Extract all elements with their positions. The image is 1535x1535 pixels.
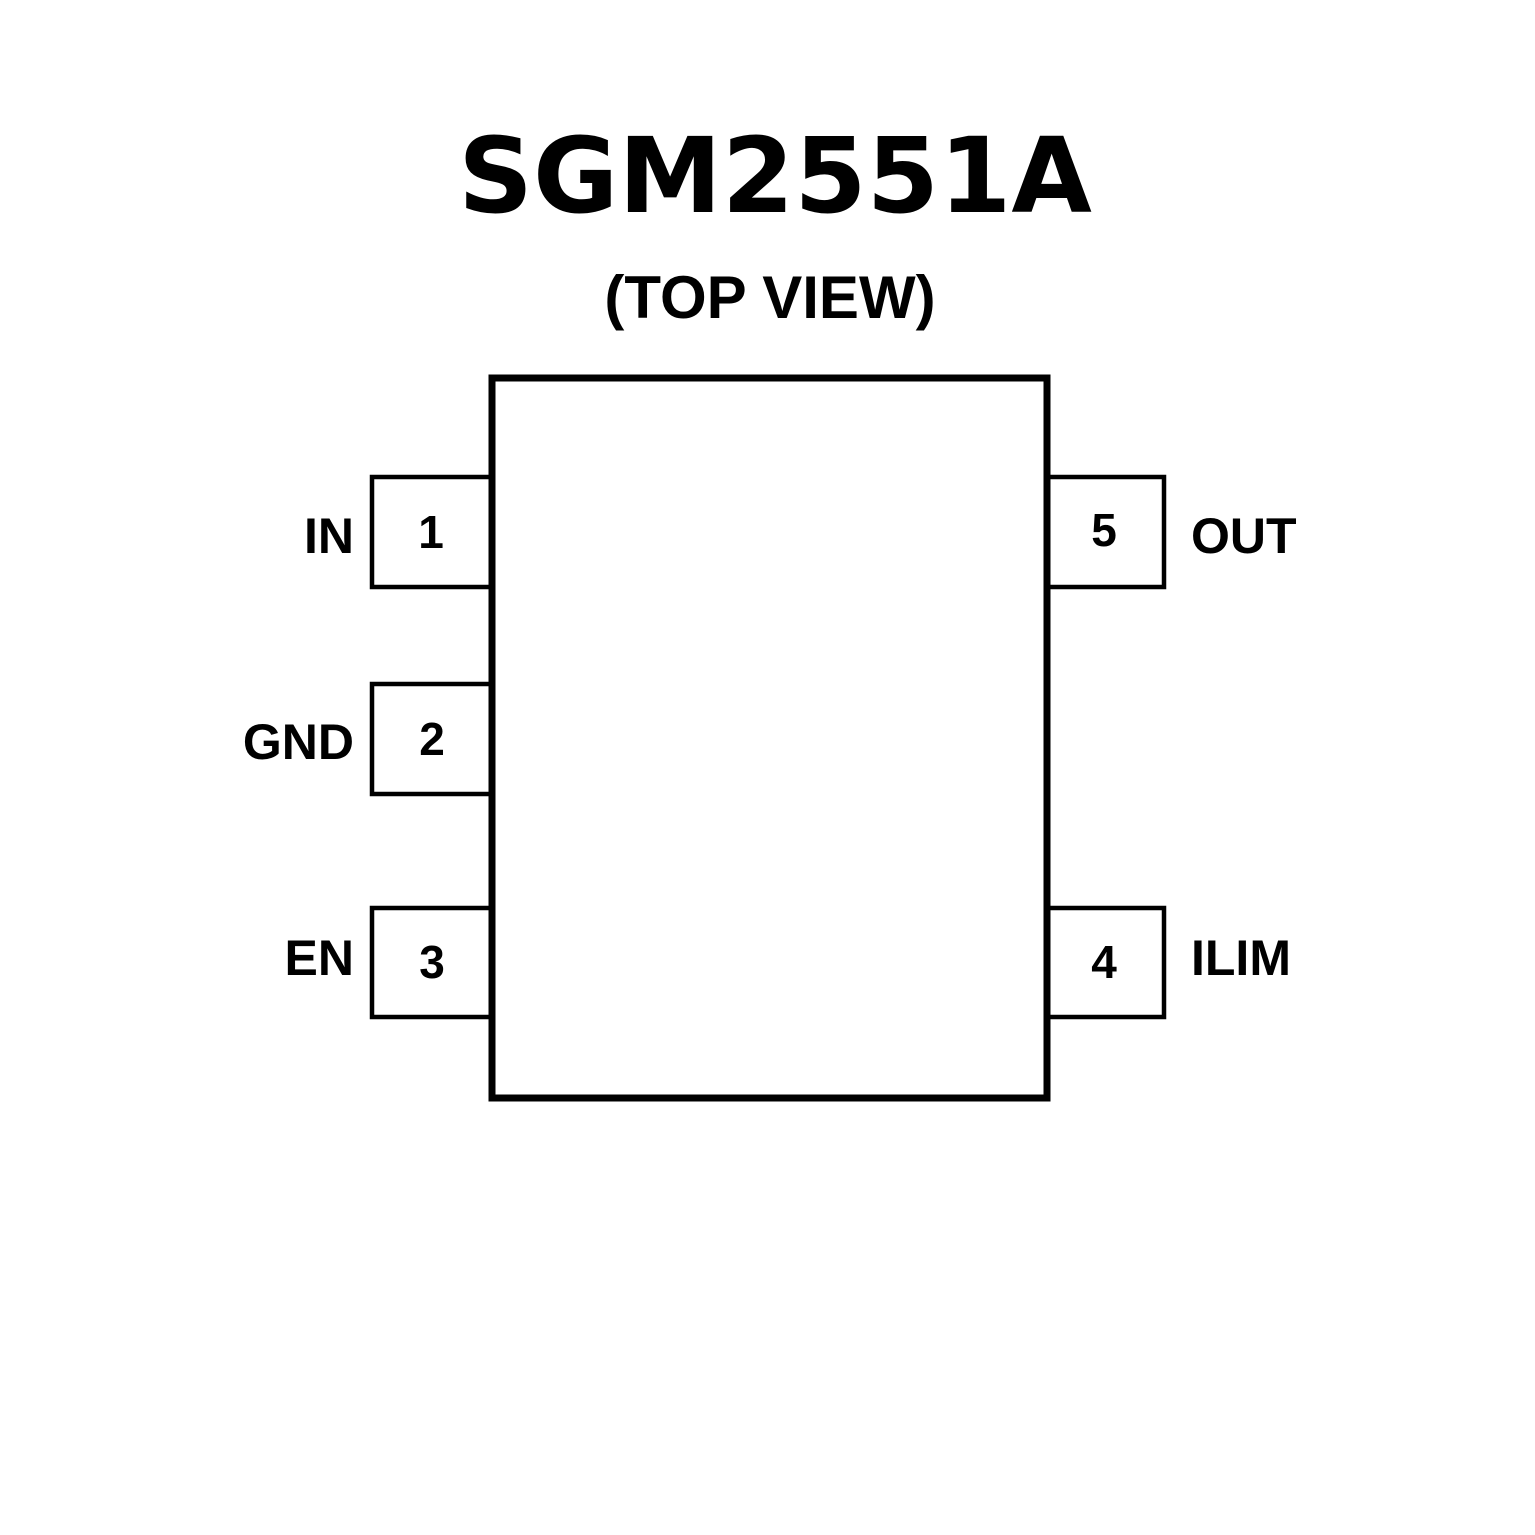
pin-1-name: IN bbox=[304, 508, 354, 564]
pin-1-number: 1 bbox=[418, 506, 444, 558]
pin-2-pad bbox=[369, 681, 495, 797]
pin-4-number: 4 bbox=[1091, 936, 1117, 988]
package-body bbox=[488, 374, 1051, 1102]
pin-4-pad bbox=[1044, 905, 1167, 1020]
pin-3-name: EN bbox=[285, 930, 354, 986]
pin-5-pad bbox=[1044, 474, 1167, 590]
pin-5-name: OUT bbox=[1191, 508, 1297, 564]
pin-2-name: GND bbox=[243, 714, 354, 770]
chip-title: SGM2551A bbox=[458, 115, 1092, 237]
pin-3-number: 3 bbox=[419, 936, 445, 988]
pin-2-number: 2 bbox=[419, 713, 445, 765]
pin-5-number: 5 bbox=[1091, 504, 1117, 556]
pin-1-pad bbox=[369, 474, 495, 590]
pin-3-pad bbox=[369, 905, 495, 1020]
view-label: (TOP VIEW) bbox=[604, 264, 935, 331]
pin-4-name: ILIM bbox=[1191, 930, 1291, 986]
